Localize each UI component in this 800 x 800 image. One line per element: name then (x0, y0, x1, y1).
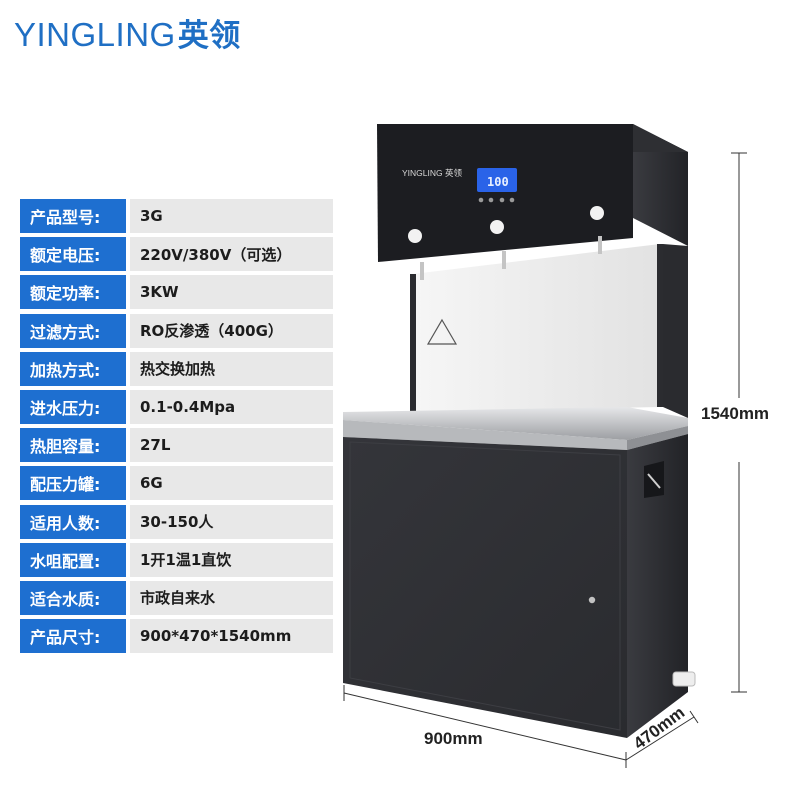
spec-value: 热交换加热 (130, 351, 333, 386)
spec-value: 0.1-0.4Mpa (130, 389, 333, 424)
hot-tap-icon (408, 229, 422, 243)
height-dimension-label: 1540mm (701, 402, 770, 426)
spec-value: 3G (130, 199, 333, 233)
spec-value: 1开1温1直饮 (130, 542, 333, 577)
control-panel-front (377, 124, 633, 262)
spec-row: 配压力罐:6G (20, 466, 333, 501)
spec-label: 配压力罐: (20, 466, 126, 501)
cabinet-door[interactable] (343, 437, 627, 738)
spec-row: 加热方式:热交换加热 (20, 351, 333, 386)
spec-label: 过滤方式: (20, 313, 126, 348)
panel-button[interactable] (488, 197, 494, 203)
display-reading: 100 (487, 175, 509, 189)
warm-faucet[interactable] (502, 251, 506, 269)
brand-logo: YINGLING英领 (14, 10, 241, 55)
panel-button[interactable] (509, 197, 515, 203)
spec-label: 额定功率: (20, 275, 126, 310)
spec-label: 进水压力: (20, 389, 126, 424)
back-splash-panel (413, 244, 660, 412)
spec-row: 额定电压:220V/380V（可选） (20, 237, 333, 272)
spec-row: 产品尺寸:900*470*1540mm (20, 619, 333, 654)
panel-brand-label: YINGLING 英领 (402, 168, 462, 178)
spec-value: 900*470*1540mm (130, 619, 333, 654)
logo-latin: YINGLING (14, 16, 176, 53)
counter-top (343, 407, 688, 440)
spec-row: 产品型号:3G (20, 199, 333, 233)
hot-faucet[interactable] (420, 262, 424, 280)
spec-row: 进水压力:0.1-0.4Mpa (20, 389, 333, 424)
width-dimension-label: 900mm (424, 729, 483, 748)
spec-label: 产品型号: (20, 199, 126, 233)
spec-row: 热胆容量:27L (20, 428, 333, 463)
outlet-pipe (672, 671, 696, 687)
height-dimension-line (731, 152, 747, 693)
spec-value: 市政自来水 (130, 580, 333, 615)
panel-button[interactable] (478, 197, 484, 203)
panel-button[interactable] (499, 197, 505, 203)
logo-chinese: 英领 (177, 18, 241, 54)
spec-label: 产品尺寸: (20, 619, 126, 654)
spec-row: 水咀配置:1开1温1直饮 (20, 542, 333, 577)
spec-value: 6G (130, 466, 333, 501)
direct-tap-icon (590, 206, 604, 220)
lcd-display (477, 168, 517, 192)
spec-value: 27L (130, 428, 333, 463)
spec-table: 产品型号:3G 额定电压:220V/380V（可选） 额定功率:3KW 过滤方式… (20, 199, 333, 657)
spec-row: 过滤方式:RO反渗透（400G） (20, 313, 333, 348)
spec-value: RO反渗透（400G） (130, 313, 333, 348)
spec-value: 30-150人 (130, 504, 333, 539)
depth-dimension-line (625, 710, 699, 761)
direct-faucet[interactable] (598, 236, 602, 254)
spec-row: 适用人数:30-150人 (20, 504, 333, 539)
warm-tap-icon (490, 220, 504, 234)
spec-label: 热胆容量: (20, 428, 126, 463)
spec-row: 额定功率:3KW (20, 275, 333, 310)
spec-label: 水咀配置: (20, 542, 126, 577)
warning-triangle-icon (426, 318, 458, 345)
spec-label: 额定电压: (20, 237, 126, 272)
door-lock-icon[interactable] (588, 596, 596, 604)
cabinet-side (627, 434, 688, 738)
spec-label: 加热方式: (20, 351, 126, 386)
spec-value: 3KW (130, 275, 333, 310)
spec-value: 220V/380V（可选） (130, 237, 333, 272)
spec-label: 适用人数: (20, 504, 126, 539)
spec-row: 适合水质:市政自来水 (20, 580, 333, 615)
spec-label: 适合水质: (20, 580, 126, 615)
